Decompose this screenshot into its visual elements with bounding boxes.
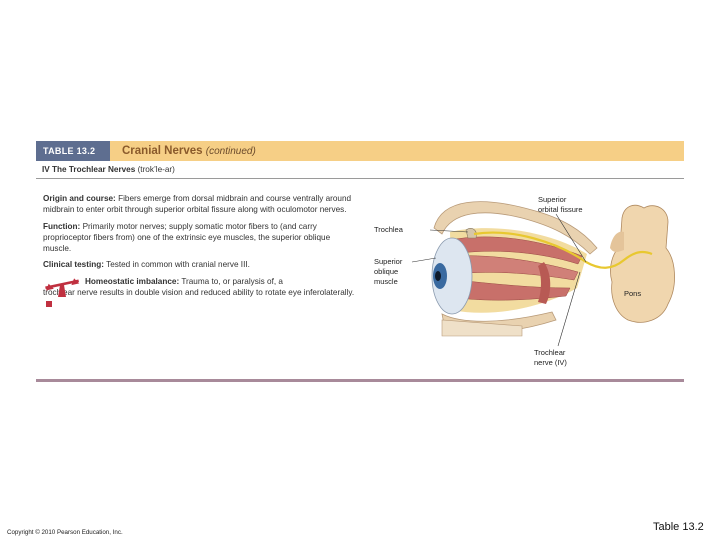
end-mark-icon: [46, 301, 52, 308]
imbalance-paragraph: Homeostatic imbalance: Trauma to, or par…: [43, 276, 358, 310]
brainstem: [610, 204, 675, 323]
origin-text: Fibers emerge from dorsal midbrain and c…: [43, 194, 352, 215]
function-label: Function:: [43, 221, 81, 231]
label-superior: Superior: [538, 195, 567, 204]
table-header: TABLE 13.2 Cranial Nerves (continued): [36, 141, 684, 161]
function-paragraph: Function: Primarily motor nerves; supply…: [43, 221, 358, 255]
imbalance-text-1: Trauma to, or paralysis of, a: [181, 276, 283, 286]
superior-oblique-muscle: [449, 236, 583, 265]
origin-paragraph: Origin and course: Fibers emerge from do…: [43, 193, 358, 216]
trochlear-nerve: [473, 231, 653, 269]
midbrain: [610, 231, 624, 252]
table-title-note: (continued): [205, 146, 256, 157]
table-title: Cranial Nerves (continued): [122, 141, 256, 162]
eyeball: [431, 237, 473, 315]
label-trochlear-nerve-1: Trochlear: [534, 348, 566, 357]
label-superior-oblique-3: muscle: [374, 277, 398, 286]
function-text: Primarily motor nerves; supply somatic m…: [43, 221, 331, 254]
label-pons: Pons: [624, 289, 641, 298]
trochlea: [465, 228, 477, 239]
trochlear-nerve-illustration: Superior orbital fissure Trochlea Superi…: [374, 195, 675, 367]
maxillary-bone: [441, 319, 523, 337]
table-number-tag: TABLE 13.2: [36, 141, 110, 161]
homeostatic-imbalance-icon: [45, 278, 80, 297]
leader-trochlear-nerve: [557, 271, 581, 347]
label-superior-oblique-1: Superior: [374, 257, 403, 266]
clinical-text: Tested in common with cranial nerve III.: [106, 260, 250, 270]
label-trochlear-nerve-2: nerve (IV): [534, 358, 567, 367]
pupil: [435, 271, 441, 281]
label-trochlea: Trochlea: [374, 225, 404, 234]
leader-orbital-fissure: [555, 213, 587, 263]
description-column: Origin and course: Fibers emerge from do…: [43, 193, 358, 310]
leader-superior-oblique: [411, 257, 437, 263]
copyright-notice: Copyright © 2010 Pearson Education, Inc.: [7, 529, 123, 536]
clinical-paragraph: Clinical testing: Tested in common with …: [43, 259, 358, 270]
leader-trochlea: [429, 229, 469, 233]
slide-label: Table 13.2: [653, 521, 704, 533]
clinical-label: Clinical testing:: [43, 260, 104, 270]
nerve-name: IV The Trochlear Nerves: [42, 165, 136, 174]
table-bottom-rule: [36, 379, 684, 382]
nerve-subheader: IV The Trochlear Nerves (trok’le-ar): [36, 162, 684, 179]
nerve-pronunciation: (trok’le-ar): [137, 165, 175, 174]
muscle-belly: [538, 262, 551, 304]
imbalance-text-2: trochlear nerve results in double vision…: [43, 288, 355, 298]
label-superior-oblique-2: oblique: [374, 267, 398, 276]
label-orbital-fissure: orbital fissure: [538, 205, 583, 214]
table-title-text: Cranial Nerves: [122, 145, 203, 157]
origin-label: Origin and course:: [43, 194, 116, 203]
imbalance-label: Homeostatic imbalance:: [85, 276, 180, 286]
